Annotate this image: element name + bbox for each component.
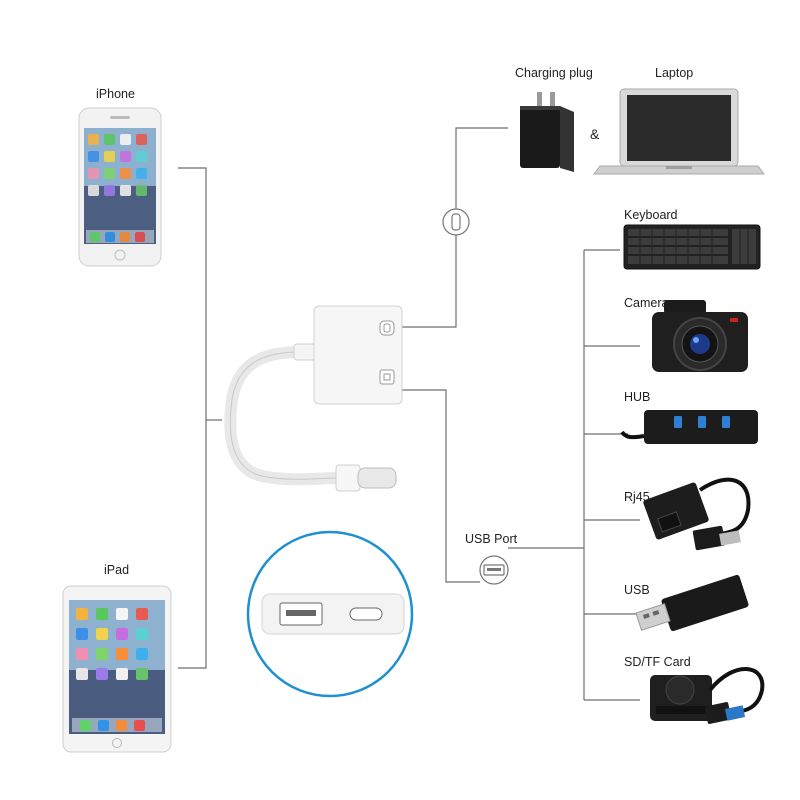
usb-stick-image [635,574,749,632]
lightning-connector [335,464,397,492]
keyboard-image [623,224,761,270]
rj45-adapter-image [643,477,751,551]
laptop-label: Laptop [655,66,694,80]
sd-tf-card-reader-image [650,667,765,724]
iphone-image [78,107,162,267]
usb-port-icon [479,555,509,585]
usb-port-label: USB Port [465,532,518,546]
adapter-body [313,305,403,405]
and-symbol: & [590,126,600,142]
camera-image [652,300,748,372]
ipad-label: iPad [104,563,130,577]
adapter-cable [224,343,344,486]
sdtf-card-label: SD/TF Card [624,655,691,669]
charging-plug-label: Charging plug [515,66,593,80]
laptop-image [593,88,765,175]
usb-label: USB [624,583,650,597]
iphone-label: iPhone [96,87,135,101]
rj45-label: Rj45 [624,490,650,504]
ipad-image [62,585,172,753]
lightning-port-icon [442,208,470,236]
keyboard-label: Keyboard [624,208,678,222]
adapter-closeup-inset [246,530,414,698]
hub-image [620,410,758,444]
camera-label: Camera [624,296,669,310]
charging-plug-image [520,92,574,172]
hub-label: HUB [624,390,651,404]
